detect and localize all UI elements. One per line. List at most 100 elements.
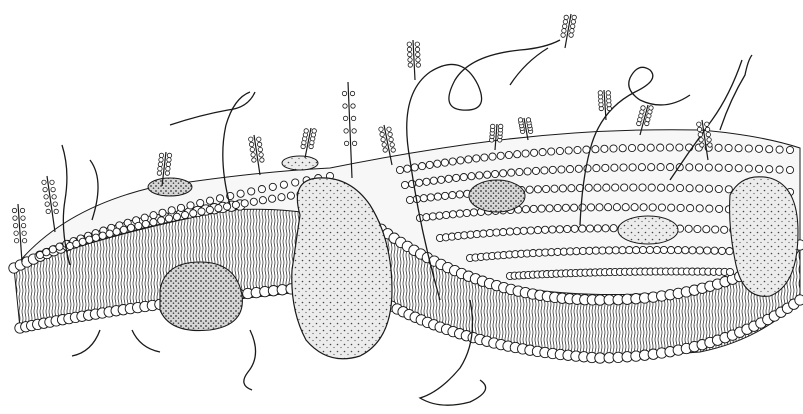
lipid-head [468, 173, 475, 180]
lipid-head [587, 204, 594, 211]
lipid-head [695, 164, 702, 171]
lipid-head [481, 154, 488, 161]
lipid-head [575, 165, 582, 172]
lipid-head [611, 164, 618, 171]
lipid-head [250, 198, 257, 205]
glycan-tree [42, 176, 59, 232]
lipid-head [725, 144, 732, 151]
lipid-head [396, 166, 403, 173]
lipid-head [473, 155, 480, 162]
lipid-head [602, 164, 609, 171]
lipid-head [492, 170, 499, 177]
lipid-head [534, 186, 541, 193]
lipid-head [197, 199, 204, 206]
lipid-head [445, 175, 452, 182]
lipid-head [675, 247, 682, 254]
lipid-head [657, 144, 664, 151]
lipid-head [534, 227, 541, 234]
lipid-head [401, 181, 408, 188]
lipid-head [470, 209, 477, 216]
lipid-head [460, 174, 467, 181]
lipid-head [542, 226, 549, 233]
lipid-head [558, 166, 565, 173]
lipid-head [411, 164, 418, 171]
lipid-head [610, 225, 617, 232]
peripheral-protein-1 [469, 180, 525, 212]
lipid-head [522, 206, 529, 213]
lipid-head [168, 207, 175, 214]
lipid-head [287, 192, 294, 199]
lipid-head [443, 211, 450, 218]
lipid-head [653, 246, 660, 253]
lipid-head [631, 204, 638, 211]
glycan-tree [249, 135, 264, 175]
lipid-head [423, 214, 430, 221]
lipid-head [594, 184, 601, 191]
lipid-head [686, 164, 693, 171]
lipid-head [556, 147, 563, 154]
lipid-head [520, 227, 527, 234]
lipid-head [539, 149, 546, 156]
lipid-head [612, 184, 619, 191]
lipid-head [725, 164, 732, 171]
lipid-head [705, 164, 712, 171]
lipid-head [745, 165, 752, 172]
lipid-head [592, 146, 599, 153]
lipid-head [49, 246, 56, 253]
lipid-head [241, 200, 248, 207]
lipid-head [667, 184, 674, 191]
lipid-head [726, 268, 733, 275]
lipid-head [258, 186, 265, 193]
lipid-head [456, 210, 463, 217]
lipid-head [786, 146, 793, 153]
lipid-head [621, 184, 628, 191]
lipid-head [549, 226, 556, 233]
lipid-head [449, 211, 456, 218]
lipid-head [404, 165, 411, 172]
lipid-head [113, 228, 120, 235]
lipid-head [120, 226, 127, 233]
lipid-head [522, 150, 529, 157]
lipid-head [685, 225, 692, 232]
lipid-head [721, 226, 728, 233]
lipid-head [596, 204, 603, 211]
lipid-head [531, 149, 538, 156]
lipid-head [508, 169, 515, 176]
lipid-head [704, 247, 711, 254]
lipid-head [278, 194, 285, 201]
lipid-head [106, 230, 113, 237]
lipid-head [419, 163, 426, 170]
lipid-head [726, 248, 733, 255]
lipid-head [603, 184, 610, 191]
lipid-head [427, 194, 434, 201]
lipid-head [548, 148, 555, 155]
lipid-head [676, 144, 683, 151]
lipid-head [571, 204, 578, 211]
lipid-head [43, 249, 50, 256]
lipid-head [463, 209, 470, 216]
lipid-head [530, 205, 537, 212]
lipid-head [436, 212, 443, 219]
lipid-head [712, 226, 719, 233]
chain-lower-left-2 [132, 330, 160, 352]
lipid-head [457, 157, 464, 164]
lipid-head [159, 209, 166, 216]
lipid-head [190, 210, 197, 217]
lipid-head [181, 211, 188, 218]
lipid-head [449, 192, 456, 199]
lipid-head [711, 247, 718, 254]
lipid-head [718, 247, 725, 254]
lipid-head [449, 158, 456, 165]
lipid-head [248, 188, 255, 195]
lipid-head [216, 195, 223, 202]
lipid-head [648, 184, 655, 191]
lipid-head [613, 204, 620, 211]
chain-lower-left [72, 330, 100, 356]
lipid-head [135, 222, 142, 229]
lipid-head [187, 202, 194, 209]
lipid-head [505, 151, 512, 158]
glycan-tree [12, 204, 26, 262]
lipid-head [619, 247, 626, 254]
lipid-head [441, 159, 448, 166]
integral-protein-left [160, 262, 242, 331]
